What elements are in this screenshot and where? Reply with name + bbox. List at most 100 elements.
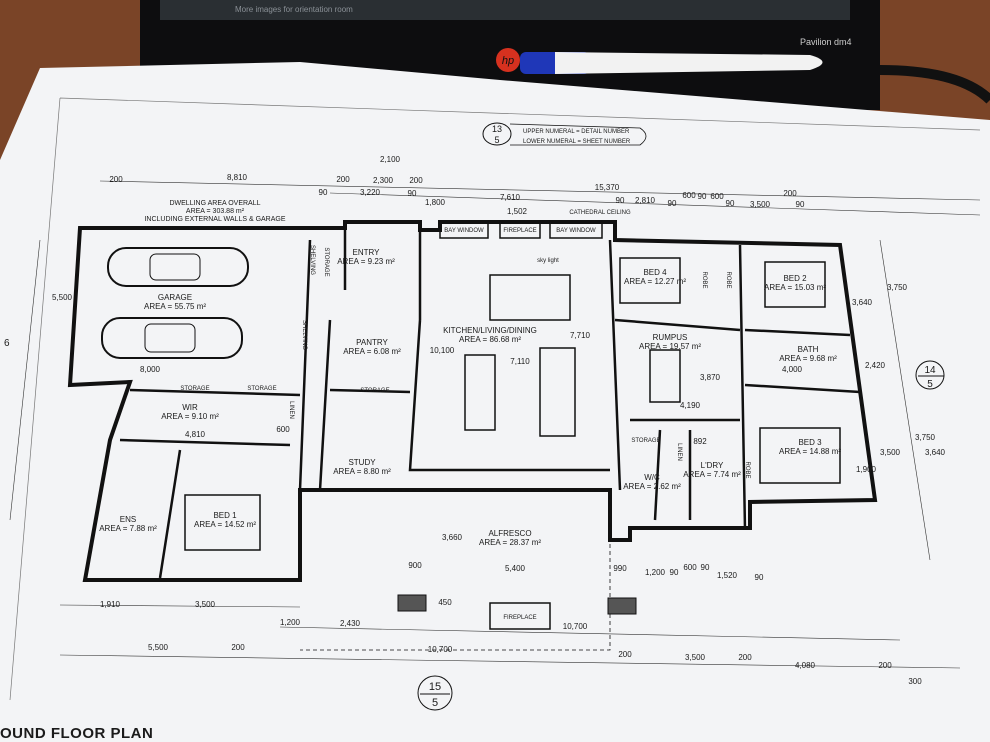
dimension-label: 3,500 — [880, 448, 901, 457]
dimension-label: 200 — [878, 661, 892, 670]
laptop-model: Pavilion dm4 — [800, 37, 852, 47]
room-area: AREA = 12.27 m² — [624, 277, 686, 286]
overall-line3: INCLUDING EXTERNAL WALLS & GARAGE — [144, 216, 285, 223]
room-area: AREA = 6.08 m² — [343, 347, 401, 356]
room-area: AREA = 9.68 m² — [779, 354, 837, 363]
room-name: BED 4 — [643, 268, 667, 277]
car-icon — [107, 247, 249, 287]
dimension-label: 200 — [618, 650, 632, 659]
dimension-label: 1,200 — [280, 618, 301, 627]
dimension-label: 450 — [438, 598, 452, 607]
sheet-border — [9, 97, 981, 701]
dimension-label: 5,500 — [52, 293, 73, 302]
room-area: AREA = 9.23 m² — [337, 257, 395, 266]
dimension-label: 2,430 — [340, 619, 361, 628]
dimension-label: 200 — [336, 175, 350, 184]
dimension-label: 90 — [701, 563, 710, 572]
room-area: AREA = 86.68 m² — [459, 335, 521, 344]
feature-label: CATHEDRAL CEILING — [569, 210, 631, 216]
screen-caption: More images for orientation room — [235, 5, 353, 14]
dimension-label: 200 — [231, 643, 245, 652]
plan-title: OUND FLOOR PLAN — [0, 725, 153, 742]
room-area: AREA = 15.03 m² — [764, 283, 826, 292]
dimension-label: 990 — [613, 564, 627, 573]
dimension-label: 3,220 — [360, 188, 381, 197]
dimension-label: 90 — [319, 188, 328, 197]
dimension-label: 3,750 — [915, 433, 936, 442]
room-area: AREA = 55.75 m² — [144, 302, 206, 311]
dimension-label: 900 — [408, 561, 422, 570]
feature-label: STORAGE — [360, 388, 389, 394]
room-area: AREA = 19.57 m² — [639, 342, 701, 351]
room-area: AREA = 2.62 m² — [623, 482, 681, 491]
dimension-label: 200 — [409, 176, 423, 185]
dimension-label: 600 — [682, 191, 696, 200]
dimension-label: 1,800 — [425, 198, 446, 207]
dimension-label: 200 — [738, 653, 752, 662]
dimension-label: 4,810 — [185, 430, 206, 439]
room-name: L'DRY — [701, 461, 724, 470]
dimension-label: 4,080 — [795, 661, 816, 670]
room-name: KITCHEN/LIVING/DINING — [443, 326, 537, 335]
room-name: GARAGE — [158, 293, 192, 302]
dimension-label: 90 — [408, 189, 417, 198]
dimension-label: 90 — [755, 573, 764, 582]
pen-body — [555, 52, 823, 74]
dimension-lines — [9, 180, 981, 669]
room-area: AREA = 7.88 m² — [99, 524, 157, 533]
room-name: STUDY — [348, 458, 376, 467]
dimension-label: 1,520 — [717, 571, 738, 580]
overall-line1: DWELLING AREA OVERALL — [169, 200, 260, 207]
marker-upper: 14 — [924, 365, 936, 376]
marker-upper: 15 — [429, 681, 441, 693]
feature-label: FIREPLACE — [503, 228, 536, 234]
room-name: BED 1 — [213, 511, 237, 520]
hp-logo — [496, 48, 520, 72]
feature-label: STORAGE — [323, 247, 329, 276]
room-area: AREA = 14.88 m² — [779, 447, 841, 456]
walls — [67, 220, 878, 651]
dimension-label: 3,500 — [685, 653, 706, 662]
dimension-label: 5,500 — [148, 643, 169, 652]
overall-line2: AREA = 303.88 m² — [186, 208, 245, 215]
feature-label: ROBE — [725, 271, 731, 288]
dimension-label: 1,200 — [645, 568, 666, 577]
dimension-label: 7,710 — [570, 331, 591, 340]
dimension-label: 90 — [670, 568, 679, 577]
laptop-screen — [160, 0, 850, 20]
dimension-label: 2,420 — [865, 361, 886, 370]
dimension-label: 7,110 — [510, 357, 530, 366]
dimension-label: 3,660 — [442, 533, 463, 542]
dimension-label: 8,000 — [140, 365, 161, 374]
overall-area-note: DWELLING AREA OVERALL AREA = 303.88 m² I… — [144, 200, 285, 223]
legend-upper-numeral: 13 — [492, 124, 502, 134]
legend-lower-numeral: 5 — [494, 135, 499, 145]
dimension-label: 300 — [908, 677, 922, 686]
room-name: RUMPUS — [653, 333, 688, 342]
dimension-label: 3,750 — [887, 283, 908, 292]
section-marker-14: 14 5 — [915, 360, 945, 390]
section-marker-6: 6 — [4, 338, 10, 349]
dimension-label: 3,640 — [852, 298, 873, 307]
room-name: W/C — [644, 473, 660, 482]
dimension-label: 600 — [683, 563, 697, 572]
feature-label: ROBE — [744, 461, 750, 478]
room-area: AREA = 28.37 m² — [479, 538, 541, 547]
cable — [879, 65, 990, 104]
room-area: AREA = 9.10 m² — [161, 412, 219, 421]
feature-label: sky light — [537, 258, 559, 264]
dimension-label: 1,910 — [100, 600, 121, 609]
dimension-label: 2,300 — [373, 176, 394, 185]
legend-lower-text: LOWER NUMERAL = SHEET NUMBER — [523, 139, 631, 145]
feature-label: STORAGE — [631, 438, 660, 444]
dimension-label: 3,500 — [750, 200, 771, 209]
dimension-label: 600 — [276, 425, 290, 434]
section-marker-15: 15 5 — [417, 675, 453, 711]
dimension-label: 90 — [698, 192, 707, 201]
dimension-label: 600 — [710, 192, 724, 201]
room-name: ENTRY — [353, 248, 381, 257]
dimension-label: 3,870 — [700, 373, 721, 382]
feature-label: STORAGE — [180, 386, 209, 392]
room-area: AREA = 14.52 m² — [194, 520, 256, 529]
